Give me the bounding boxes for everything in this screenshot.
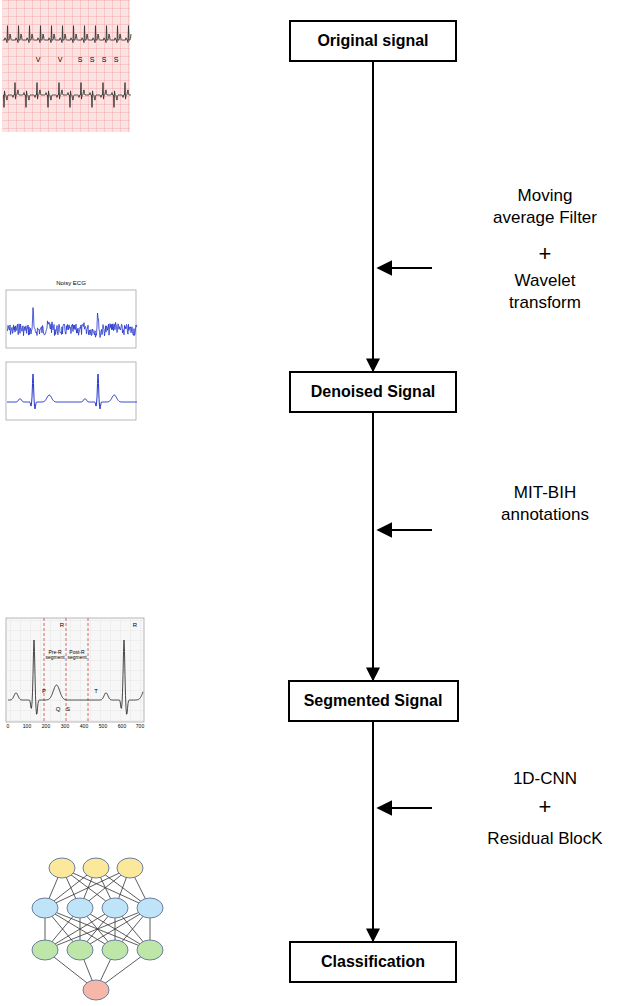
- step-note: MIT-BIH annotations: [486, 482, 604, 526]
- wave-letter: T: [92, 688, 100, 694]
- process-box: Classification: [289, 941, 457, 983]
- beat-mark: S: [87, 56, 97, 63]
- wave-letter: Q: [54, 706, 62, 712]
- denoise-plots: [6, 290, 137, 420]
- neural-network: [32, 858, 163, 1000]
- wave-letter: S: [64, 706, 72, 712]
- box-label: Denoised Signal: [311, 383, 435, 401]
- axis-tick: 200: [39, 724, 53, 729]
- box-label: Original signal: [317, 32, 428, 50]
- process-box: Original signal: [289, 20, 457, 62]
- box-label: Segmented Signal: [304, 692, 443, 710]
- axis-tick: 600: [115, 724, 129, 729]
- step-note: 1D-CNN: [486, 768, 604, 790]
- axis-tick: 0: [1, 724, 15, 729]
- axis-tick: 300: [58, 724, 72, 729]
- plot-title: Noisy ECG: [41, 280, 101, 286]
- segment-plot: [6, 618, 144, 722]
- wave-letter: R: [58, 622, 66, 628]
- input-arrow: [378, 529, 432, 531]
- beat-mark: V: [33, 56, 43, 63]
- flow-arrow: [372, 62, 374, 371]
- beat-mark: S: [99, 56, 109, 63]
- segment-label: Pre-R segment: [44, 650, 66, 661]
- axis-tick: 400: [77, 724, 91, 729]
- process-box: Denoised Signal: [289, 371, 457, 413]
- axis-tick: 500: [96, 724, 110, 729]
- box-label: Classification: [321, 953, 425, 971]
- input-arrow: [378, 267, 432, 269]
- beat-mark: V: [55, 56, 65, 63]
- wave-letter: P: [40, 688, 48, 694]
- flow-arrow: [372, 722, 374, 941]
- axis-tick: 700: [133, 724, 147, 729]
- segment-label: Post-R segment: [66, 650, 88, 661]
- step-note: Wavelet transform: [486, 270, 604, 314]
- axis-tick: 100: [20, 724, 34, 729]
- plus-sign: +: [525, 240, 565, 269]
- plus-sign: +: [525, 793, 565, 822]
- beat-mark: S: [111, 56, 121, 63]
- wave-letter: R: [131, 622, 139, 628]
- step-note: Moving average Filter: [486, 185, 604, 229]
- input-arrow: [378, 807, 432, 809]
- process-box: Segmented Signal: [288, 680, 459, 722]
- beat-mark: S: [75, 56, 85, 63]
- ecg-strip: [2, 0, 131, 132]
- flow-arrow: [372, 413, 374, 680]
- step-note: Residual BlocK: [470, 828, 620, 850]
